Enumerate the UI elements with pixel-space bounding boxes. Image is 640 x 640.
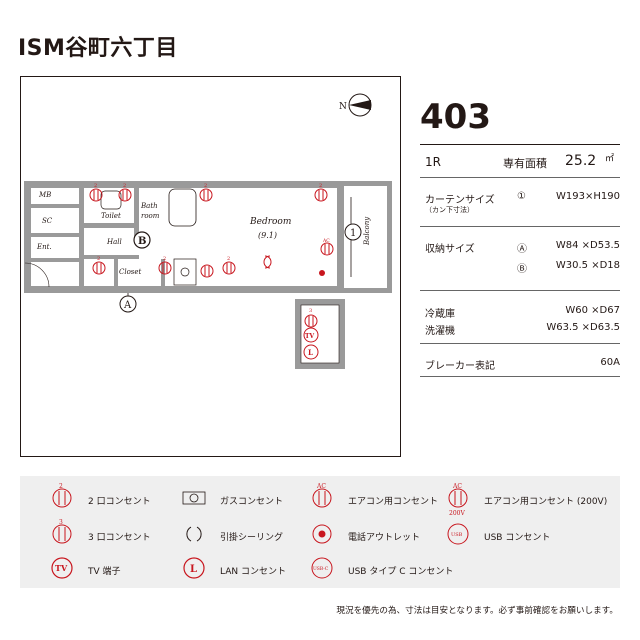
- breaker-value: 60A: [600, 357, 620, 368]
- label-bath2: room: [141, 212, 160, 220]
- curtain-sub: （カン下寸法）: [425, 206, 474, 214]
- outlet-2-icon: 2: [52, 483, 72, 508]
- label-balcony: Balcony: [363, 216, 371, 246]
- svg-text:USB-C: USB-C: [313, 566, 329, 572]
- breaker-label: ブレーカー表記: [425, 361, 495, 372]
- svg-text:AC: AC: [322, 238, 330, 244]
- washer-value: W63.5 ×D63.5: [546, 322, 620, 333]
- unit-info: 403: [420, 100, 620, 134]
- fridge-value: W60 ×D67: [565, 305, 620, 316]
- svg-text:2: 2: [97, 256, 100, 262]
- divider: [420, 290, 620, 291]
- ceiling-icon: [263, 255, 272, 269]
- label-ent: Ent.: [36, 243, 52, 251]
- svg-text:3: 3: [59, 519, 63, 526]
- label-closet: Closet: [119, 268, 142, 276]
- label-bedroom-size: (9.1): [258, 231, 277, 240]
- storage-b-marker: Ⓑ: [517, 264, 527, 275]
- outlet-2-icon: [118, 188, 132, 202]
- floor-plan-drawing: N: [24, 93, 392, 369]
- curtain-label: カーテンサイズ: [425, 195, 495, 206]
- lan-outlet-icon: [303, 344, 319, 360]
- storage-b-value: W30.5 ×D18: [555, 260, 620, 271]
- svg-text:2: 2: [163, 256, 166, 262]
- outlet-3-icon: [304, 314, 318, 328]
- area-unit: ㎡: [605, 154, 615, 164]
- outlet-2-icon: [92, 261, 106, 275]
- outlet-2-icon: [314, 188, 328, 202]
- svg-text:L: L: [308, 348, 313, 357]
- gas-outlet-icon: [182, 491, 206, 505]
- ceiling-icon: [186, 526, 202, 542]
- legend-panel: 2 2 口コンセント ガスコンセント AC エアコン用コンセント AC 200V…: [20, 476, 620, 588]
- svg-text:B: B: [138, 236, 146, 247]
- curtain-marker: ①: [517, 191, 526, 202]
- divider: [420, 144, 620, 145]
- outlet-2-icon: [222, 261, 236, 275]
- compass-icon: N: [339, 93, 372, 117]
- svg-text:2: 2: [227, 256, 230, 262]
- svg-text:A: A: [123, 300, 132, 311]
- tv-terminal-icon: TV: [51, 557, 73, 579]
- label-mb: MB: [38, 191, 51, 199]
- usb-c-outlet-icon: USB-C: [311, 557, 333, 579]
- divider: [420, 177, 620, 178]
- svg-text:1: 1: [350, 228, 356, 239]
- label-bedroom: Bedroom: [249, 217, 291, 227]
- divider: [420, 343, 620, 344]
- svg-text:TV: TV: [305, 333, 314, 340]
- svg-text:2: 2: [319, 183, 322, 189]
- storage-a-value: W84 ×D53.5: [555, 240, 620, 251]
- ac-outlet-icon: [320, 242, 334, 256]
- ac-outlet-icon: AC: [312, 483, 332, 508]
- layout-type: 1R: [425, 155, 441, 169]
- divider: [420, 376, 620, 377]
- svg-text:USB: USB: [451, 532, 463, 538]
- svg-text:2: 2: [204, 183, 207, 189]
- svg-text:200V: 200V: [449, 510, 465, 517]
- label-hall: Hall: [106, 238, 122, 246]
- svg-text:2: 2: [59, 483, 63, 490]
- marker-b: B: [133, 231, 151, 249]
- svg-text:3: 3: [309, 308, 312, 314]
- svg-text:AC: AC: [316, 483, 326, 490]
- label-toilet: Toilet: [101, 212, 121, 220]
- storage-label: 収納サイズ: [425, 244, 475, 255]
- svg-text:2: 2: [94, 183, 97, 189]
- svg-text:2: 2: [123, 183, 126, 189]
- curtain-value: W193×H190: [556, 191, 620, 202]
- marker-a: A: [119, 295, 137, 313]
- svg-text:L: L: [190, 564, 197, 575]
- area-value: 25.2: [565, 153, 597, 169]
- phone-outlet-icon: [319, 270, 325, 276]
- storage-a-marker: Ⓐ: [517, 244, 527, 255]
- svg-text:AC: AC: [452, 483, 462, 490]
- svg-text:TV: TV: [55, 563, 68, 573]
- lan-outlet-icon: L: [183, 557, 205, 579]
- room-number: 403: [420, 97, 491, 137]
- washer-label: 洗濯機: [425, 326, 455, 337]
- disclaimer-note: 現況を優先の為、寸法は目安となります。必ず事前確認をお願いします。: [336, 606, 618, 616]
- fridge-label: 冷蔵庫: [425, 309, 455, 320]
- label-bath: Bath: [140, 202, 158, 210]
- outlet-3-icon: 3: [52, 519, 72, 544]
- marker-1: 1: [344, 223, 362, 241]
- divider: [420, 226, 620, 227]
- usb-outlet-icon: USB: [447, 523, 469, 545]
- ac-200v-outlet-icon: AC 200V: [448, 483, 468, 517]
- outlet-2-icon: [158, 261, 172, 275]
- area-label: 専有面積: [503, 157, 547, 170]
- outlet-2-icon: [199, 188, 213, 202]
- tv-terminal-icon: [303, 327, 319, 343]
- page-title: ISM谷町六丁目: [18, 36, 178, 61]
- label-sc: SC: [42, 217, 53, 225]
- phone-outlet-icon: [312, 524, 332, 544]
- compass-label: N: [339, 102, 347, 112]
- outlet-2-icon: [89, 188, 103, 202]
- floor-plan: N: [20, 76, 401, 457]
- outlet-2-icon: [200, 264, 214, 278]
